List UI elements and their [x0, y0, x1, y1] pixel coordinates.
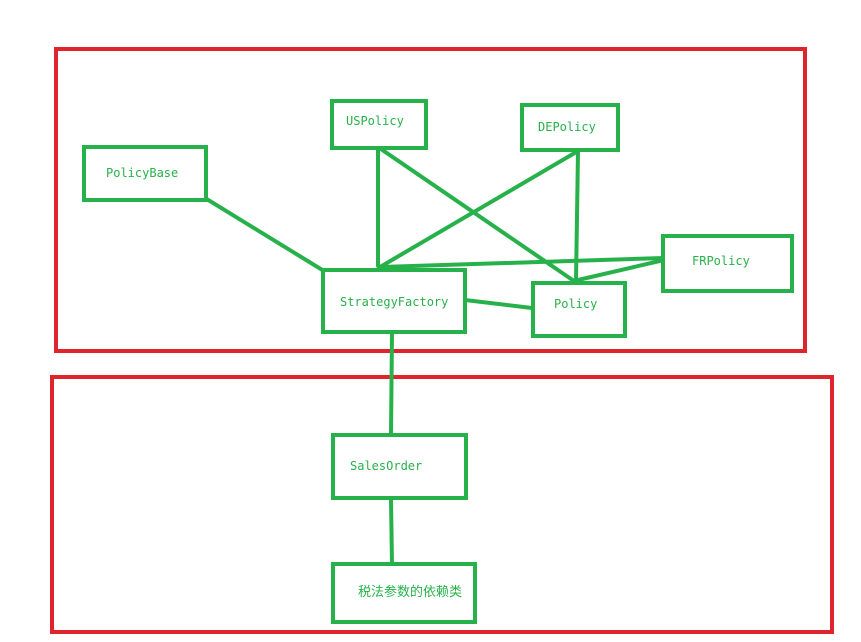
node-uspolicy-label: USPolicy	[346, 114, 404, 128]
lower-group-box	[50, 375, 834, 634]
node-frpolicy-label: FRPolicy	[692, 254, 750, 268]
upper-group-box	[54, 47, 807, 353]
node-strategyfactory-label: StrategyFactory	[340, 295, 448, 309]
edge-strategyfactory-salesorder	[389, 330, 394, 436]
node-uspolicy: USPolicy	[330, 99, 428, 150]
node-salesorder: SalesOrder	[331, 433, 468, 500]
edge-strategyfactory-frpolicy	[378, 256, 666, 269]
node-policy: Policy	[531, 281, 627, 338]
edge-policy-frpolicy	[576, 258, 666, 282]
node-strategyfactory: StrategyFactory	[321, 268, 467, 334]
edge-uspolicy-policy	[376, 145, 576, 283]
node-policybase-label: PolicyBase	[106, 166, 178, 180]
edge-salesorder-taxdependency	[389, 498, 394, 566]
node-taxdependency-label: 税法参数的依赖类	[358, 584, 462, 600]
node-frpolicy: FRPolicy	[661, 234, 794, 293]
edge-depolicy-strategyfactory	[378, 149, 580, 269]
node-policybase: PolicyBase	[82, 145, 208, 202]
node-depolicy: DEPolicy	[520, 103, 620, 152]
node-policy-label: Policy	[554, 297, 597, 311]
edge-policybase-strategyfactory	[203, 196, 326, 273]
node-salesorder-label: SalesOrder	[350, 459, 422, 473]
node-taxdependency: 税法参数的依赖类	[331, 562, 477, 624]
edge-strategyfactory-policy	[463, 298, 534, 310]
node-depolicy-label: DEPolicy	[538, 120, 596, 134]
